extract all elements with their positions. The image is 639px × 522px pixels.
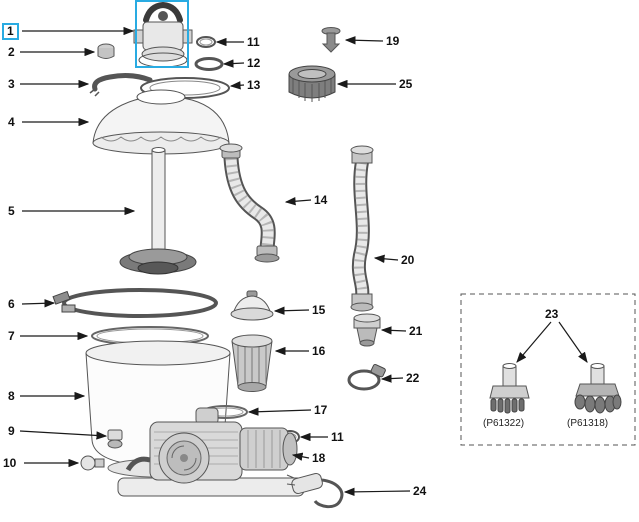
callout-17: 17	[314, 403, 328, 417]
inset-adapter-right	[574, 363, 622, 414]
part-tank-lid	[92, 89, 230, 155]
part-code-p61318: (P61318)	[567, 418, 609, 429]
part-drain-valve	[107, 429, 123, 449]
leader-arrows	[19, 26, 588, 497]
callout-6: 6	[8, 297, 15, 311]
callout-12: 12	[247, 56, 261, 70]
part-1-highlight-box[interactable]	[135, 0, 189, 68]
callout-3: 3	[8, 77, 15, 91]
part-hose-adapter	[353, 313, 381, 347]
part-flange-clamp	[52, 288, 218, 318]
part-strainer-basket	[231, 334, 273, 392]
callout-4: 4	[8, 115, 15, 129]
callout-24: 24	[413, 484, 427, 498]
callout-5: 5	[8, 204, 15, 218]
part-standpipe	[119, 147, 197, 275]
callout-10: 10	[3, 456, 17, 470]
part-drain-plug	[80, 455, 105, 471]
part-multiport-valve	[133, 1, 193, 68]
part-power-cord	[286, 472, 344, 509]
callout-13: 13	[247, 78, 261, 92]
part-oring-valve	[194, 57, 224, 71]
callout-15: 15	[312, 303, 326, 317]
callout-1[interactable]: 1	[2, 23, 19, 40]
part-oring-small-top	[196, 36, 216, 48]
part-cap-large	[288, 65, 336, 102]
part-pump	[117, 407, 305, 497]
callout-2: 2	[8, 45, 15, 59]
part-strainer-lid	[230, 290, 274, 321]
callout-25: 25	[399, 77, 413, 91]
callout-14: 14	[314, 193, 328, 207]
callout-8: 8	[8, 389, 15, 403]
callout-16: 16	[312, 344, 326, 358]
callout-23: 23	[545, 307, 559, 321]
part-air-fitting	[321, 27, 341, 53]
callout-21: 21	[409, 324, 423, 338]
inset-adapter-left	[489, 363, 530, 414]
part-hose-clamp	[347, 363, 386, 391]
part-cap-small	[97, 43, 115, 59]
callout-22: 22	[406, 371, 420, 385]
part-clamp-band	[89, 73, 153, 97]
callout-18: 18	[312, 451, 326, 465]
callout-11-pump: 11	[331, 430, 344, 444]
part-hose-straight	[350, 145, 374, 312]
callout-19: 19	[386, 34, 400, 48]
callout-7: 7	[8, 329, 15, 343]
part-hose-curved	[219, 143, 280, 263]
callout-11-valve: 11	[247, 35, 260, 49]
callout-20: 20	[401, 253, 415, 267]
part-code-p61322: (P61322)	[483, 418, 525, 429]
callout-9: 9	[8, 424, 15, 438]
